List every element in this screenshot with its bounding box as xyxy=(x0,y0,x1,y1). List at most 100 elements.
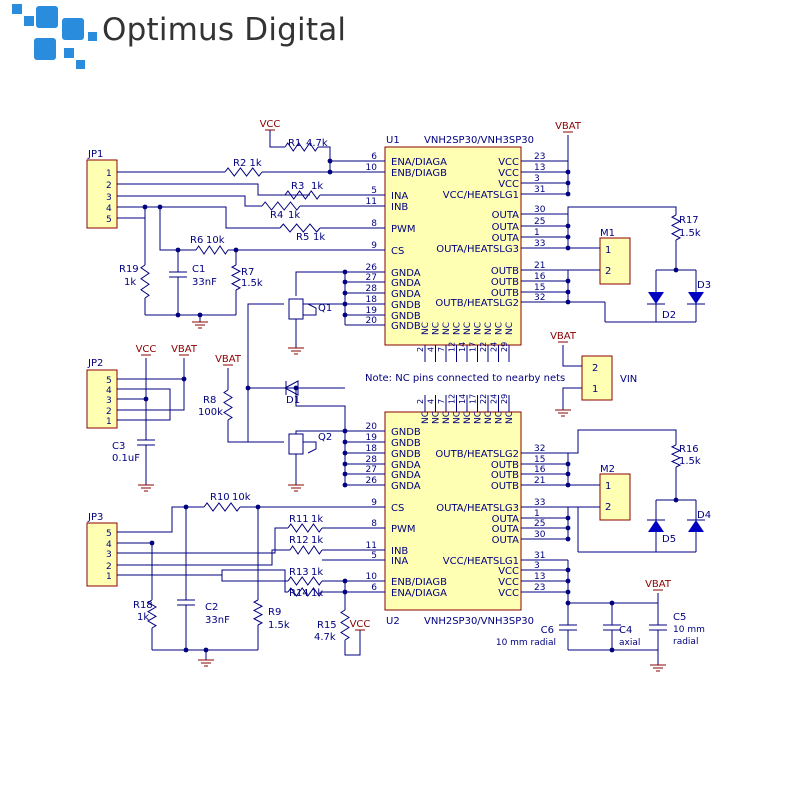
u2-nc-label: NC xyxy=(421,411,431,424)
u1-pin-number: 21 xyxy=(534,261,545,271)
u2-pin-number: 25 xyxy=(534,519,545,529)
m1-pin: 2 xyxy=(605,266,611,277)
u2-pin-number: 3 xyxy=(534,561,540,571)
u2-pin-number: 31 xyxy=(534,551,545,561)
u2-pin-name: INB xyxy=(391,546,408,557)
resistor xyxy=(140,264,150,299)
u2-pin-number: 27 xyxy=(366,465,377,475)
resistor xyxy=(289,545,323,555)
u2-pin-name: VCC xyxy=(498,566,519,577)
wire xyxy=(227,388,249,443)
u1-pin-number: 8 xyxy=(371,219,377,229)
junction-dot xyxy=(565,589,571,595)
wire xyxy=(247,303,284,388)
u2-pin-number: 9 xyxy=(371,498,377,508)
junction-dot xyxy=(175,312,181,318)
c3-label: C3 xyxy=(112,441,125,452)
r10-label: R10 xyxy=(210,492,230,503)
c4-label: C4 xyxy=(619,625,632,636)
m2-label: M2 xyxy=(600,464,615,475)
resistor xyxy=(670,214,682,241)
u2-pin-number: 1 xyxy=(534,509,540,519)
u2-pin-number: 19 xyxy=(366,433,378,443)
u1-pin-number: 13 xyxy=(534,163,545,173)
u2-pin-name: OUTB xyxy=(491,481,519,492)
u2-pin-number: 20 xyxy=(366,422,378,432)
resistor xyxy=(287,523,323,533)
m2-pin: 1 xyxy=(605,481,611,492)
u1-nc-pin-number: 29 xyxy=(500,342,509,352)
wire xyxy=(269,130,285,148)
c1-value: 33nF xyxy=(192,277,217,288)
u2-nc-label: NC xyxy=(484,411,494,424)
vcc-label-jp2: VCC xyxy=(136,344,157,355)
wire xyxy=(117,206,280,229)
resistor xyxy=(284,190,321,200)
u1-pin-number: 28 xyxy=(366,284,378,294)
u2-pin-number: 5 xyxy=(371,551,377,561)
u2-pin-name: VCC/HEATSLG1 xyxy=(443,556,519,567)
r9-label: R9 xyxy=(268,607,281,618)
u1-nc-label: NC xyxy=(453,322,463,335)
resistor xyxy=(203,502,241,512)
junction-dot xyxy=(565,289,571,295)
u1-pin-number: 20 xyxy=(366,316,378,326)
jp1-label: JP1 xyxy=(87,149,103,160)
resistor xyxy=(670,444,682,468)
u1-nc-label: NC xyxy=(442,322,452,335)
c2-value: 33nF xyxy=(205,615,230,626)
r5-value: 1k xyxy=(313,232,325,243)
u2-nc-label: NC xyxy=(442,411,452,424)
u2-pin-name: OUTA xyxy=(492,535,520,546)
u2-nc-pin-number: 22 xyxy=(479,394,488,404)
u1-pin-name: OUTB xyxy=(491,277,519,288)
u1-pin-name: OUTA xyxy=(492,222,520,233)
u1-pin-name: GNDA xyxy=(391,268,421,279)
u1-pin-name: ENB/DIAGB xyxy=(391,168,447,179)
junction-dot xyxy=(342,312,348,318)
u2-pin-number: 23 xyxy=(534,583,545,593)
wire xyxy=(295,430,345,434)
u2-nc-pin-number: 24 xyxy=(490,394,499,404)
u1-nc-pin-number: 17 xyxy=(469,342,478,352)
mosfet-q2 xyxy=(288,433,304,455)
u1-pin-name: OUTB/HEATSLG2 xyxy=(435,298,519,309)
u2-pin-number: 21 xyxy=(534,476,545,486)
junction-dot xyxy=(342,482,348,488)
u2-pin-name: GNDA xyxy=(391,460,421,471)
u2-nc-pin-number: 4 xyxy=(427,399,436,404)
u1-pin-name: INB xyxy=(391,202,408,213)
u1-pin-number: 26 xyxy=(366,263,378,273)
c2-label: C2 xyxy=(205,602,218,613)
wire xyxy=(117,549,290,566)
u1-pin-number: 18 xyxy=(366,295,378,305)
u1-pin-name: VCC xyxy=(498,157,519,168)
u1-nc-label: NC xyxy=(432,322,442,335)
r12-value: 1k xyxy=(311,535,323,546)
u2-pin-number: 26 xyxy=(366,476,378,486)
u1-pin-number: 32 xyxy=(534,293,545,303)
r1-label: R1 xyxy=(288,138,301,149)
u1-pin-name: VCC xyxy=(498,179,519,190)
r1-value: 4.7k xyxy=(306,138,328,149)
u1-pin-number: 23 xyxy=(534,152,545,162)
jp1-pin: 1 xyxy=(106,169,112,179)
u1-nc-label: NC xyxy=(474,322,484,335)
c6-value: 10 mm radial xyxy=(496,638,556,648)
m2-pin: 2 xyxy=(605,502,611,513)
c5-label: C5 xyxy=(673,612,686,623)
junction-dot xyxy=(565,525,571,531)
d3-label: D3 xyxy=(697,280,711,291)
wire xyxy=(562,387,582,410)
resistor xyxy=(287,576,323,586)
u1-pin-name: OUTB xyxy=(491,266,519,277)
u1-nc-pin-number: 4 xyxy=(427,347,436,352)
resistor xyxy=(261,201,301,211)
u2-pin-name: GNDA xyxy=(391,481,421,492)
u1-pin-name: INA xyxy=(391,191,408,202)
led-d4 xyxy=(688,520,704,532)
u1-pin-number: 16 xyxy=(534,272,546,282)
u1-pin-number: 31 xyxy=(534,185,545,195)
u1-pin-name: VCC/HEATSLG1 xyxy=(443,190,519,201)
